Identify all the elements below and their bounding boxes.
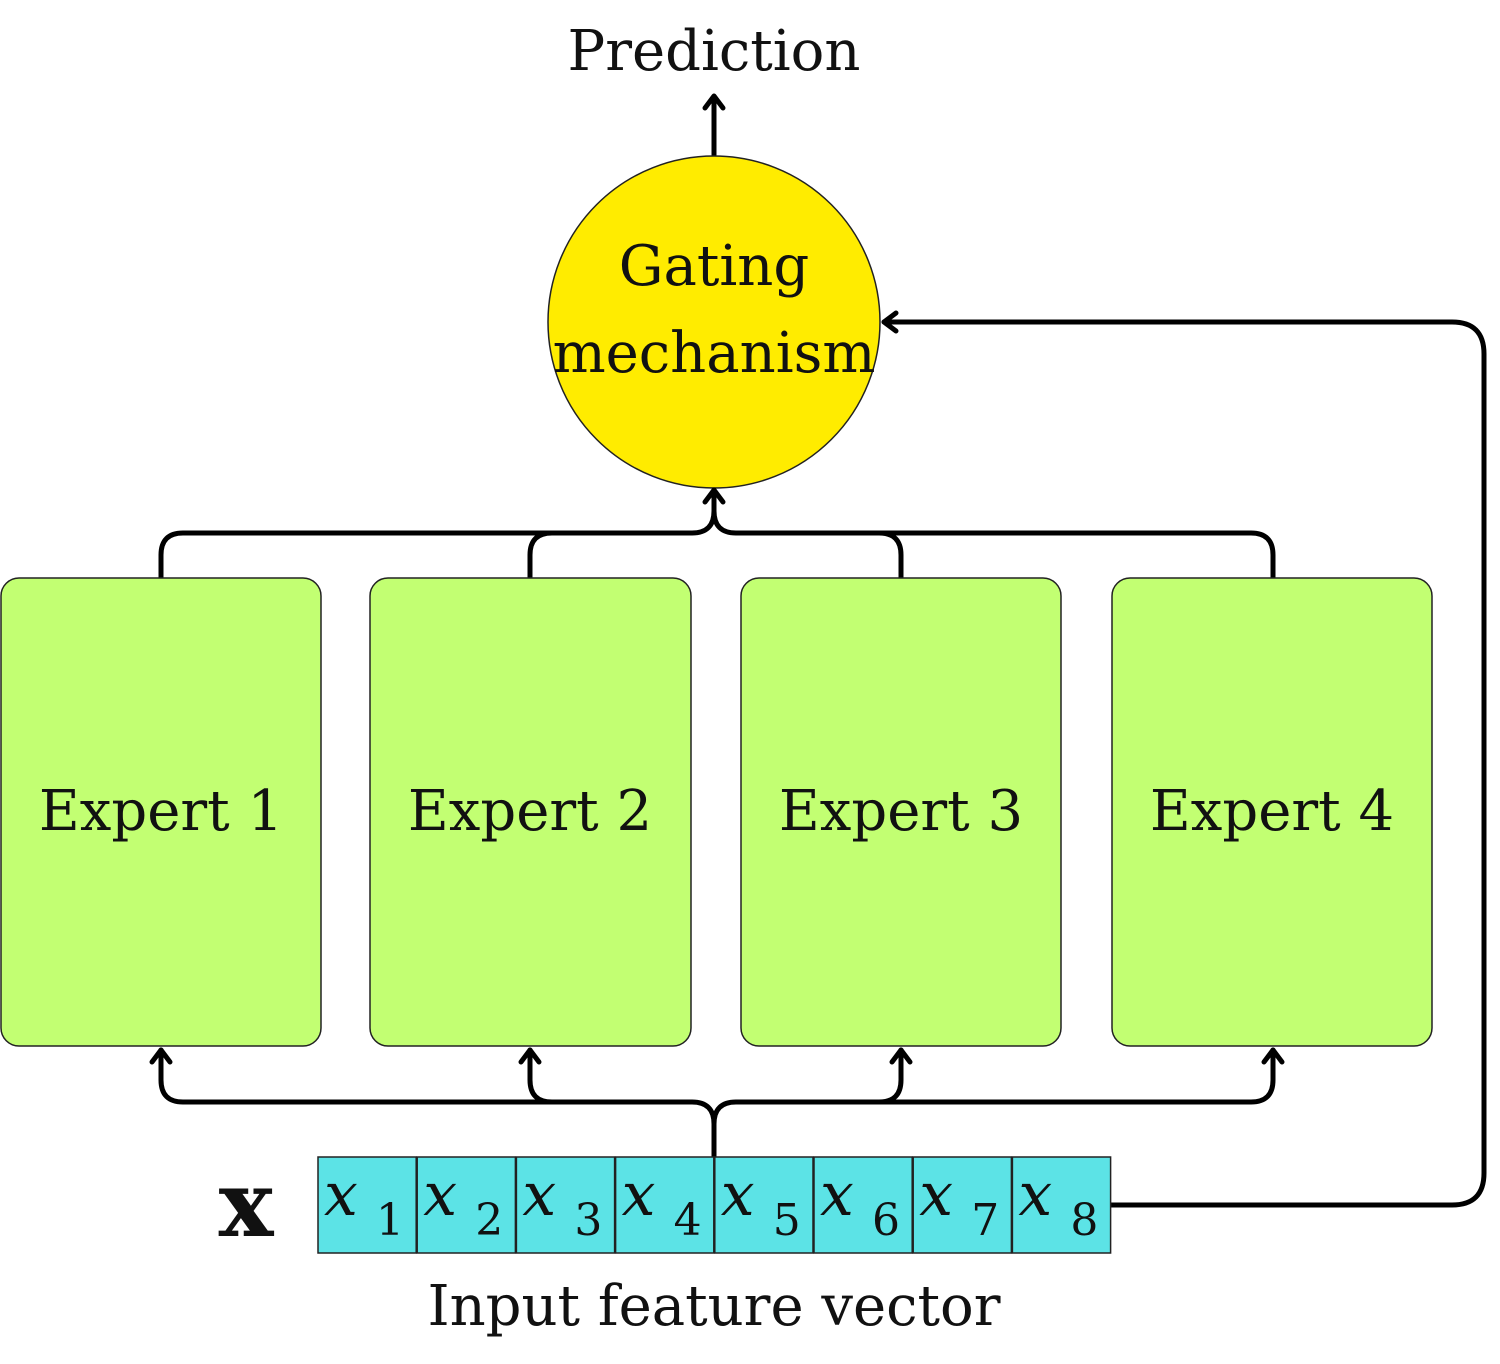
expert-box-2: Expert 2 [369, 577, 692, 1047]
input-cell-variable: x [324, 1160, 358, 1230]
input-cell-variable: x [721, 1160, 755, 1230]
input-cell-subscript: 2 [475, 1195, 503, 1246]
gate-to-prediction-arrow [702, 93, 726, 158]
expert-box-4: Expert 4 [1111, 577, 1433, 1047]
expert-label: Expert 1 [39, 779, 283, 844]
input-to-gate-connector [881, 310, 1487, 1208]
input-cell-subscript: 7 [971, 1195, 999, 1246]
expert-label: Expert 2 [408, 779, 652, 844]
gating-label-line1: Gating [619, 234, 809, 299]
gating-label-line2: mechanism [553, 321, 876, 386]
input-cell-subscript: 6 [872, 1195, 900, 1246]
input-cell-variable: x [919, 1160, 953, 1230]
input-cell-variable: x [622, 1160, 656, 1230]
prediction-label: Prediction [568, 19, 861, 84]
input-cell-box [614, 1156, 715, 1254]
input-cell-variable: x [522, 1160, 556, 1230]
input-cell-subscript: 8 [1070, 1195, 1098, 1246]
input-cell-subscript: 5 [773, 1195, 801, 1246]
input-caption: Input feature vector [427, 1274, 1000, 1339]
input-cell-subscript: 1 [376, 1195, 404, 1246]
input-cell-box [912, 1156, 1013, 1254]
expert-label: Expert 4 [1150, 779, 1394, 844]
gating-mechanism-node: Gating mechanism [547, 155, 881, 489]
expert-box-1: Expert 1 [0, 577, 322, 1047]
input-cell-box [714, 1156, 814, 1254]
input-cell-subscript: 3 [574, 1195, 602, 1246]
input-cell-variable: x [423, 1160, 457, 1230]
expert-label: Expert 3 [779, 779, 1023, 844]
expert-box-3: Expert 3 [740, 577, 1062, 1047]
input-cell-box [317, 1156, 417, 1254]
input-cell-variable: x [820, 1160, 854, 1230]
input-cell-box [416, 1156, 517, 1254]
experts-to-gate-connector [158, 487, 1276, 580]
input-cell-variable: x [1018, 1160, 1052, 1230]
input-cell-box [515, 1156, 616, 1254]
input-cell-box [813, 1156, 913, 1254]
input-vector-symbol: x [219, 1150, 275, 1258]
input-cell-box [1011, 1156, 1112, 1254]
input-to-experts-connector [149, 1047, 1285, 1159]
input-cell-subscript: 4 [674, 1195, 702, 1246]
